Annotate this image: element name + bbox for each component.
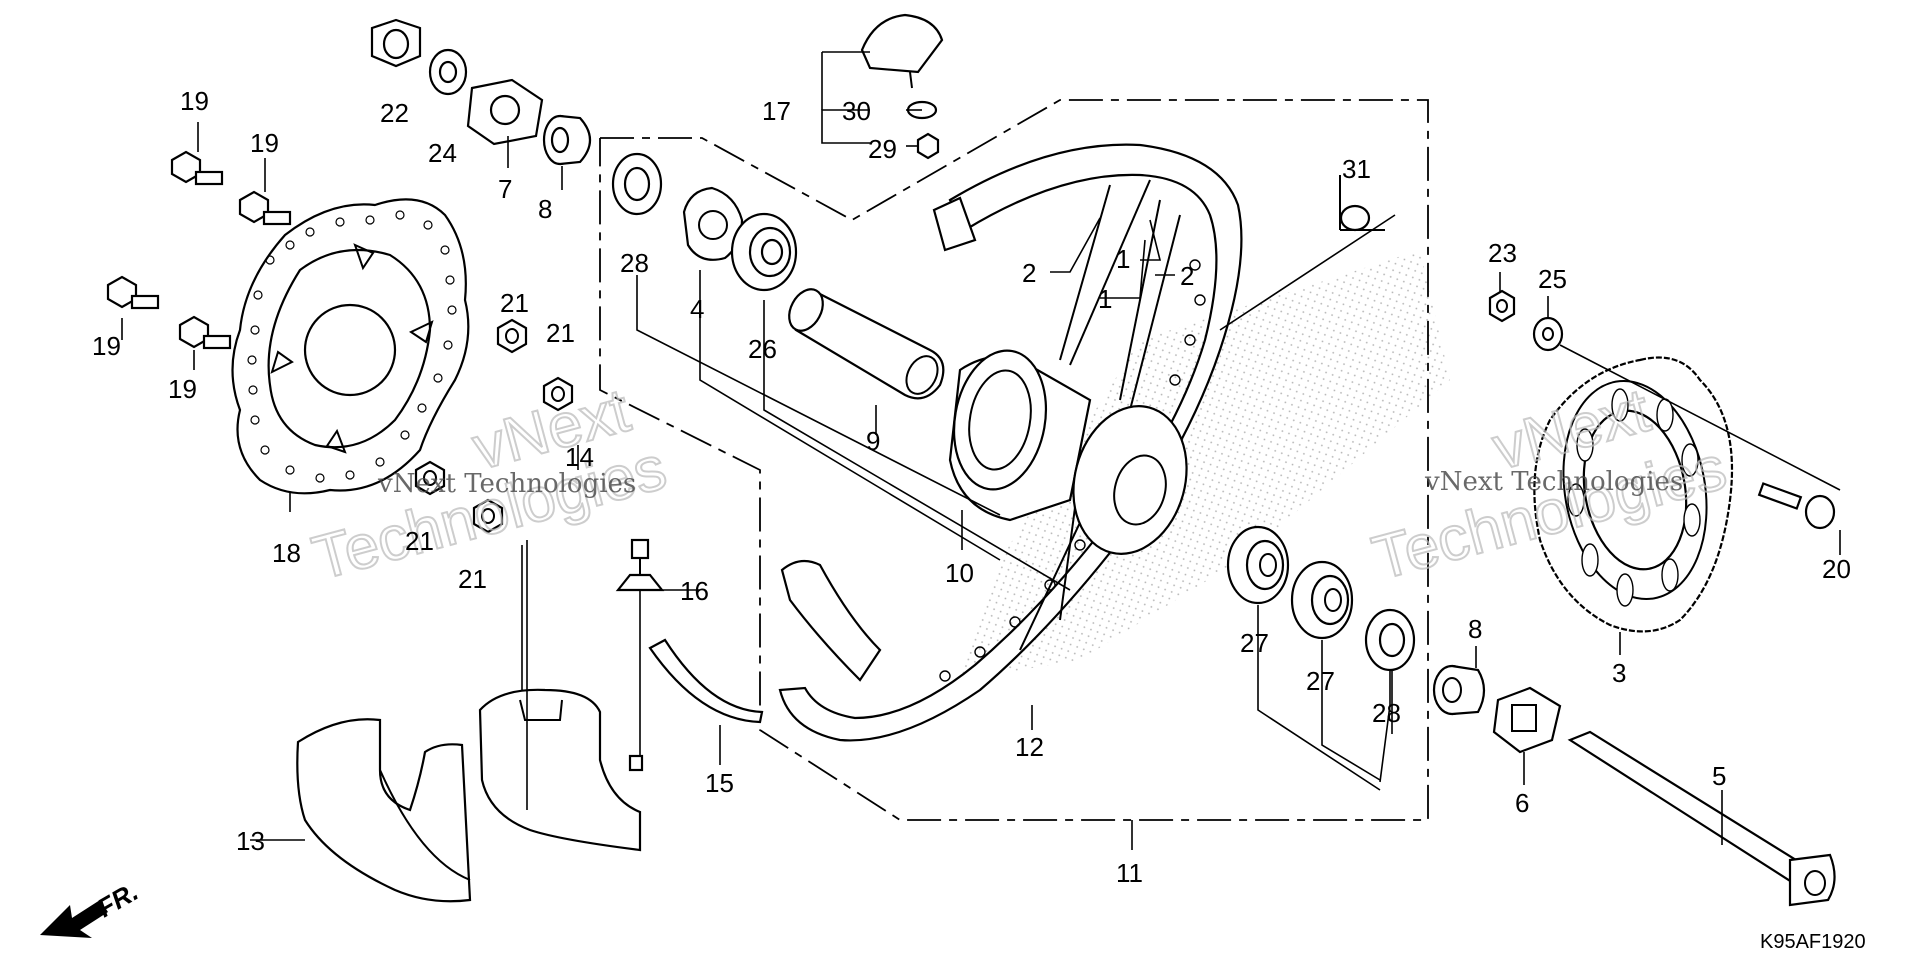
rim-band-part[interactable] — [648, 638, 764, 724]
callout-21[interactable]: 21 — [546, 318, 575, 348]
callout-20[interactable]: 20 — [1822, 554, 1851, 584]
chain-adjuster-part[interactable] — [1492, 686, 1562, 754]
inner-tube-part[interactable] — [478, 688, 644, 852]
callout-19[interactable]: 19 — [168, 374, 197, 404]
callout-21[interactable]: 21 — [405, 526, 434, 556]
callout-2[interactable]: 2 — [1022, 258, 1036, 288]
callout-10[interactable]: 10 — [945, 558, 974, 588]
callout-16[interactable]: 16 — [680, 576, 709, 606]
bearing-part[interactable] — [730, 212, 798, 292]
callout-12[interactable]: 12 — [1015, 732, 1044, 762]
callout-22[interactable]: 22 — [380, 98, 409, 128]
spoke-nut-part[interactable] — [496, 318, 528, 354]
spoke-nut-part[interactable] — [472, 498, 504, 534]
collar-part[interactable] — [542, 114, 592, 166]
callout-30[interactable]: 30 — [842, 96, 871, 126]
distance-collar-part[interactable] — [782, 284, 945, 400]
brake-disc-part[interactable] — [231, 198, 470, 495]
callout-4[interactable]: 4 — [690, 294, 704, 324]
callout-1[interactable]: 1 — [1116, 244, 1130, 274]
callout-28[interactable]: 28 — [620, 248, 649, 278]
tire-part[interactable] — [296, 718, 472, 903]
callout-19[interactable]: 19 — [180, 86, 209, 116]
tire-valve-part[interactable] — [615, 538, 665, 592]
callout-8[interactable]: 8 — [538, 194, 552, 224]
diagram-code: K95AF1920 — [1760, 931, 1866, 953]
rim-lock-part[interactable] — [860, 13, 944, 89]
callout-3[interactable]: 3 — [1612, 658, 1626, 688]
washer-part[interactable] — [428, 48, 468, 96]
callout-2[interactable]: 2 — [1180, 261, 1194, 291]
callout-27[interactable]: 27 — [1240, 628, 1269, 658]
callout-17[interactable]: 17 — [762, 96, 791, 126]
disc-bolt-part[interactable] — [106, 275, 160, 310]
callout-9[interactable]: 9 — [866, 426, 880, 456]
callout-23[interactable]: 23 — [1488, 238, 1517, 268]
disc-bolt-part[interactable] — [238, 190, 292, 226]
callout-15[interactable]: 15 — [705, 768, 734, 798]
callout-25[interactable]: 25 — [1538, 264, 1567, 294]
callout-19[interactable]: 19 — [92, 331, 121, 361]
dust-seal-part[interactable] — [1364, 608, 1416, 672]
spoke-nut-part[interactable] — [542, 376, 574, 412]
callout-18[interactable]: 18 — [272, 538, 301, 568]
bearing-part[interactable] — [1290, 560, 1354, 640]
watermark-company: vNext Technologies — [1424, 467, 1683, 497]
callout-13[interactable]: 13 — [236, 826, 265, 856]
rear-hub-part[interactable] — [944, 343, 1203, 566]
callout-14[interactable]: 14 — [565, 442, 594, 472]
hub-drive-plate-part[interactable] — [682, 186, 744, 261]
valve-cap-part[interactable] — [1339, 175, 1385, 232]
callout-28[interactable]: 28 — [1372, 698, 1401, 728]
disc-bolt-part[interactable] — [170, 150, 224, 186]
leader-lines — [121, 51, 1841, 850]
callout-5[interactable]: 5 — [1712, 761, 1726, 791]
wheel-assembly-dashed-boundary — [599, 99, 1429, 821]
disc-bolt-part[interactable] — [178, 315, 232, 350]
nut-part[interactable] — [1488, 289, 1516, 323]
callout-31[interactable]: 31 — [1342, 154, 1371, 184]
callouts: 19 19 19 19 22 24 7 8 18 21 21 21 21 14 … — [92, 86, 1851, 888]
rim-part[interactable] — [778, 143, 1243, 742]
bearing-part[interactable] — [1226, 525, 1290, 605]
sprocket-bolt-part[interactable] — [1757, 482, 1836, 530]
callout-24[interactable]: 24 — [428, 138, 457, 168]
dust-seal-part[interactable] — [611, 152, 663, 216]
chain-adjuster-part[interactable] — [466, 78, 544, 146]
callout-1[interactable]: 1 — [1098, 284, 1112, 314]
nut-part[interactable] — [916, 132, 940, 160]
nut-part[interactable] — [370, 18, 422, 68]
callout-19[interactable]: 19 — [250, 128, 279, 158]
callout-11[interactable]: 11 — [1116, 858, 1143, 888]
driven-sprocket-part[interactable] — [1533, 356, 1734, 633]
front-direction-arrow-icon — [40, 900, 108, 938]
callout-6[interactable]: 6 — [1515, 788, 1529, 818]
spoke-nut-part[interactable] — [414, 460, 446, 496]
callout-21[interactable]: 21 — [458, 564, 487, 594]
callout-8[interactable]: 8 — [1468, 614, 1482, 644]
callout-27[interactable]: 27 — [1306, 666, 1335, 696]
rear-axle-part[interactable] — [1567, 730, 1836, 907]
watermark-company: vNext Technologies — [377, 469, 636, 499]
callout-21[interactable]: 21 — [500, 288, 529, 318]
washer-part[interactable] — [1532, 316, 1564, 352]
callout-26[interactable]: 26 — [748, 334, 777, 364]
collar-part[interactable] — [1432, 664, 1486, 716]
callout-29[interactable]: 29 — [868, 134, 897, 164]
callout-7[interactable]: 7 — [498, 174, 512, 204]
